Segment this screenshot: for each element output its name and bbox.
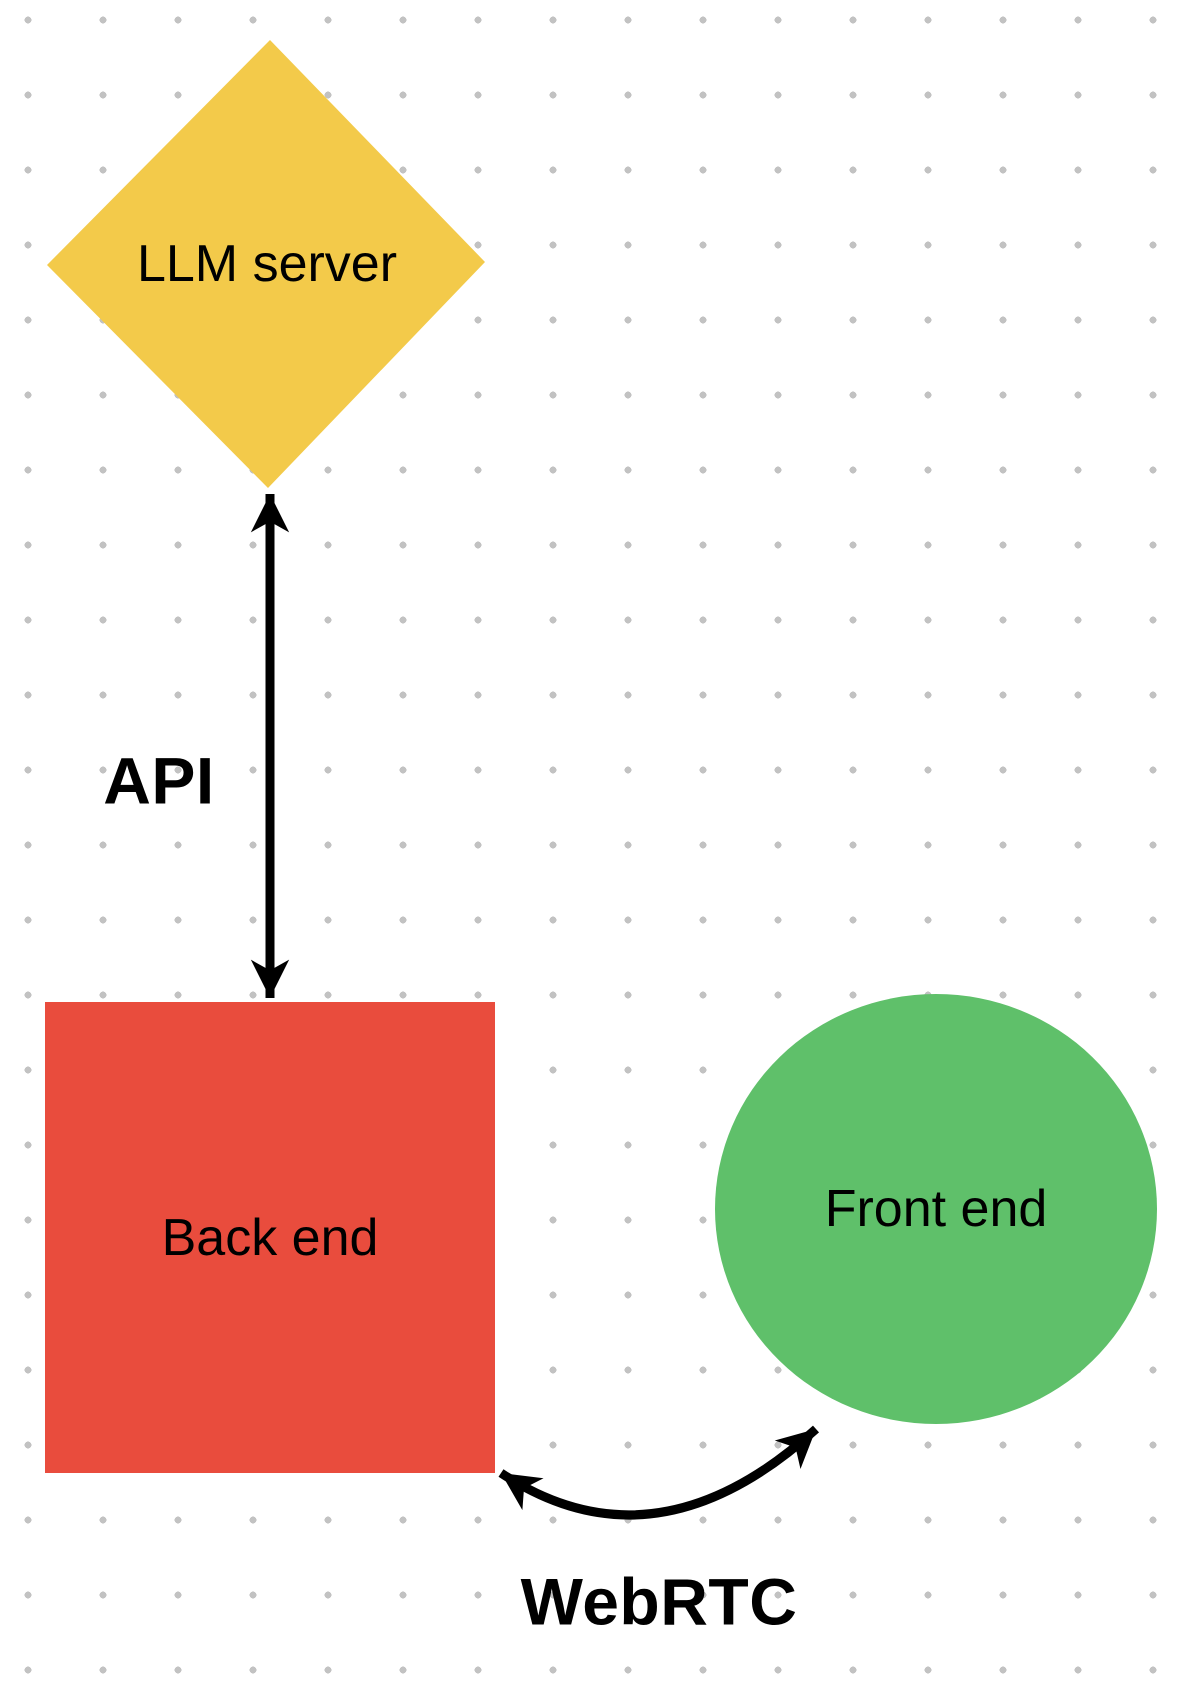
back-end-square[interactable] [45, 1002, 495, 1473]
front-end-label: Front end [824, 1179, 1048, 1238]
back-end-label: Back end [161, 1208, 379, 1267]
front-end-circle[interactable] [715, 994, 1157, 1424]
api-edge-label: API [103, 743, 215, 818]
webrtc-arrow[interactable] [498, 1425, 820, 1520]
llm-server-label: LLM server [136, 234, 398, 293]
webrtc-edge-label: WebRTC [520, 1564, 798, 1639]
llm-server-diamond[interactable] [47, 40, 485, 488]
